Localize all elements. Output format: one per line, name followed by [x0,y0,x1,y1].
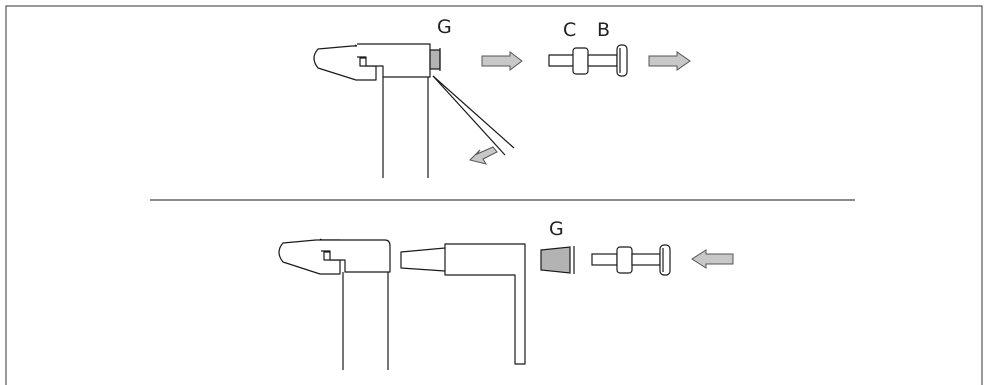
top-label-b: B [597,19,610,41]
top-label-g: G [437,16,452,38]
top-label-c: C [563,19,576,41]
bottom-l-tube [400,243,526,365]
bottom-part-g [540,246,571,274]
arrow-right-icon [481,51,523,71]
top-pin-head-b [616,44,628,77]
bottom-pin-head [659,244,671,276]
top-pin-collar-c [572,47,589,75]
bottom-pin-collar [616,246,633,274]
bottom-pin-assembly [591,244,671,276]
top-pin-left-shaft [548,54,575,67]
bottom-label-g: G [549,218,564,240]
top-pin-right-shaft [587,54,618,67]
diagram-frame [5,5,983,385]
bottom-cap-body [321,239,391,273]
top-part-g [429,49,441,70]
bottom-panel [278,238,526,370]
arrow-left-icon [691,249,734,269]
bottom-pin-left-shaft [591,253,618,266]
screwdriver-edge-2 [432,75,506,156]
arrow-down-left-icon [469,146,498,165]
screwdriver-edge-1 [432,75,515,149]
top-panel [313,43,628,178]
bottom-pin-right-shaft [631,253,661,266]
arrow-right-icon [648,51,691,71]
